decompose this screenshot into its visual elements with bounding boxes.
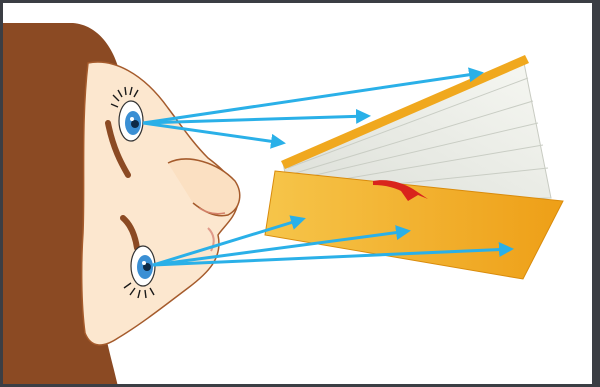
reading-illustration	[3, 3, 600, 387]
